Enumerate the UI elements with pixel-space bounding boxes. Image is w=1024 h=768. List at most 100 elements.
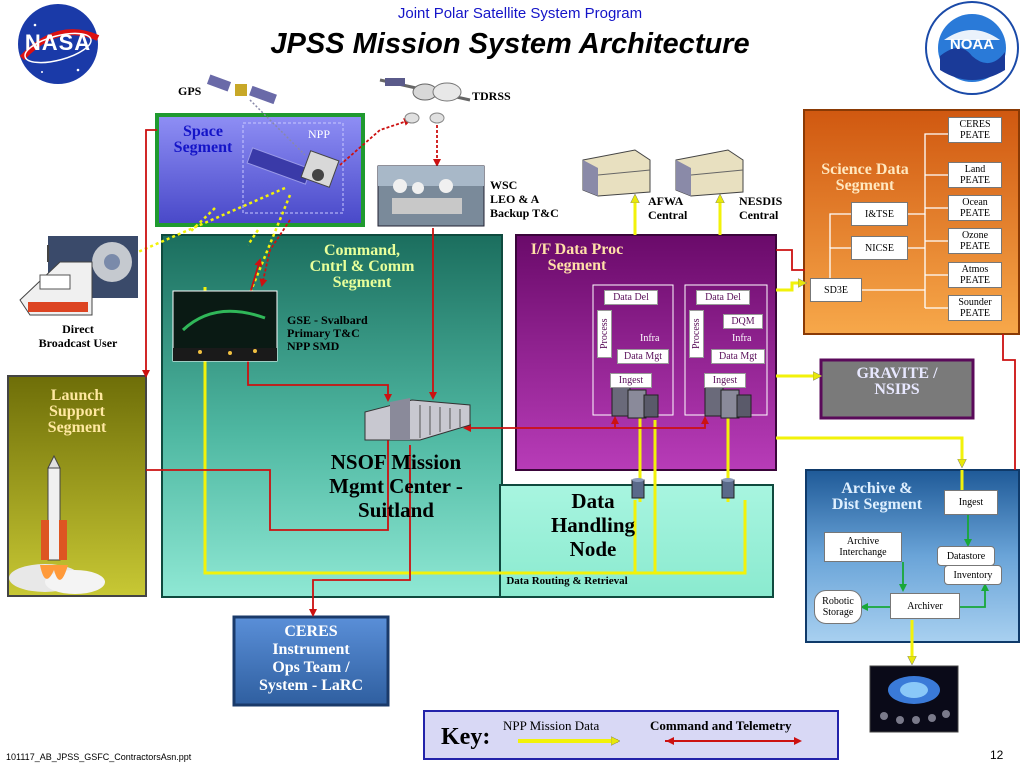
sds-title-line2: Segment bbox=[835, 177, 895, 194]
archive-interchange-box: Archive Interchange bbox=[824, 532, 902, 562]
wsc-line2: LEO & A bbox=[490, 192, 540, 206]
ozone-peate-line2: PEATE bbox=[960, 241, 990, 252]
nesdis-label: NESDIS Central bbox=[739, 194, 782, 222]
launch-segment-box bbox=[7, 375, 147, 597]
land-peate-line2: PEATE bbox=[960, 175, 990, 186]
ads-ingest-box: Ingest bbox=[944, 490, 998, 515]
gps-link bbox=[249, 99, 306, 156]
program-subtitle: Joint Polar Satellite System Program bbox=[397, 5, 643, 22]
direct-broadcast-line2: Broadcast User bbox=[38, 336, 118, 350]
sounder-peate-line2: PEATE bbox=[960, 308, 990, 319]
atmos-peate-line2: PEATE bbox=[960, 275, 990, 286]
launch-title-line2: Support bbox=[48, 403, 106, 420]
ceres-ops-line1: CERES bbox=[284, 623, 338, 640]
ads-segment-title: Archive & Dist Segment bbox=[812, 481, 942, 513]
wsc-line1: WSC bbox=[490, 178, 518, 192]
red-nsof-to-launch bbox=[146, 440, 389, 531]
npp-label: NPP bbox=[308, 127, 331, 141]
inventory-box: Inventory bbox=[944, 565, 1002, 585]
ceres-peate-line1: CERES bbox=[959, 119, 991, 130]
red-ifdp-to-sds bbox=[776, 249, 805, 271]
sd3e-box: SD3E bbox=[810, 278, 862, 302]
ozone-peate-box: Ozone PEATE bbox=[948, 228, 1002, 254]
c3-segment-title: Command, Cntrl & Comm Segment bbox=[280, 243, 444, 291]
ceres-peate-line2: PEATE bbox=[960, 130, 990, 141]
ifdp-left-data-mgt: Data Mgt bbox=[617, 349, 669, 364]
key-cmd-label: Command and Telemetry bbox=[650, 718, 792, 733]
gse-line3: NPP SMD bbox=[287, 339, 340, 353]
ifdp-left-data-del: Data Del bbox=[604, 290, 658, 305]
sds-title-line1: Science Data bbox=[821, 161, 909, 178]
sounder-peate-line1: Sounder bbox=[958, 297, 992, 308]
ifdp-title-line1: I/F Data Proc bbox=[530, 241, 624, 258]
red-sds-to-ads bbox=[1002, 334, 1016, 470]
wsc-line3: Backup T&C bbox=[490, 206, 559, 220]
noaa-logo-graphic bbox=[925, 1, 1019, 95]
gravite-box bbox=[819, 358, 975, 420]
ifdp-left-process: Process bbox=[597, 310, 612, 358]
red-dotted-sat-tdrss bbox=[339, 118, 412, 166]
itse-box: I&TSE bbox=[851, 202, 908, 226]
ozone-peate-line1: Ozone bbox=[961, 230, 989, 241]
gravite-line1: GRAVITE / bbox=[856, 365, 938, 382]
ifdp-right-process: Process bbox=[689, 310, 704, 358]
data-routing-label: Data Routing & Retrieval bbox=[506, 575, 628, 587]
gse-line2: Primary T&C bbox=[287, 326, 360, 340]
red-gse-to-nsof bbox=[247, 360, 392, 402]
ceres-ops-line2: Instrument bbox=[272, 641, 350, 658]
nasa-logo-graphic bbox=[18, 4, 100, 84]
ocean-peate-box: Ocean PEATE bbox=[948, 195, 1002, 221]
yellow-route-right bbox=[655, 500, 747, 575]
archive-interchange-line1: Archive bbox=[846, 536, 880, 547]
archiver-box: Archiver bbox=[890, 593, 960, 619]
c3-title-line3: Segment bbox=[332, 274, 392, 291]
gse-label: GSE - Svalbard Primary T&C NPP SMD bbox=[287, 314, 368, 353]
afwa-label: AFWA Central bbox=[648, 194, 687, 222]
direct-broadcast-label: Direct Broadcast User bbox=[18, 322, 138, 350]
nsof-line2: Mgmt Center - bbox=[329, 474, 463, 498]
archive-interchange-line2: Interchange bbox=[839, 547, 887, 558]
red-nsof-to-ceres bbox=[309, 445, 411, 617]
nsof-line3: Suitland bbox=[358, 498, 434, 522]
noaa-logo-text: NOAA bbox=[949, 36, 995, 53]
ifdp-left-ingest: Ingest bbox=[610, 373, 652, 388]
robotic-storage-line2: Storage bbox=[822, 607, 854, 618]
afwa-line2: Central bbox=[648, 208, 688, 222]
ifdp-right-data-del: Data Del bbox=[696, 290, 750, 305]
afwa-building-graphic bbox=[582, 149, 651, 197]
footer-filename: 101117_AB_JPSS_GSFC_ContractorsAsn.ppt bbox=[6, 752, 192, 762]
ceres-ops-line3: Ops Team / bbox=[272, 659, 350, 676]
atmos-peate-box: Atmos PEATE bbox=[948, 262, 1002, 288]
nicse-box: NICSE bbox=[851, 236, 908, 260]
ifdp-right-dqm: DQM bbox=[723, 314, 763, 329]
nesdis-line2: Central bbox=[739, 208, 779, 222]
gse-line1: GSE - Svalbard bbox=[287, 313, 368, 327]
nesdis-line1: NESDIS bbox=[739, 194, 783, 208]
sounder-peate-box: Sounder PEATE bbox=[948, 295, 1002, 321]
sds-tree-itse bbox=[829, 213, 851, 248]
robotic-storage-box: Robotic Storage bbox=[814, 590, 862, 624]
key-npp-label: NPP Mission Data bbox=[503, 718, 600, 733]
dhn-line3: Node bbox=[569, 537, 617, 561]
launch-title-line3: Segment bbox=[47, 419, 107, 436]
tdrss-satellite-graphic bbox=[379, 78, 471, 124]
ads-title-line2: Dist Segment bbox=[831, 496, 923, 513]
space-segment-title-line1: Space bbox=[183, 123, 223, 140]
dhn-storage-left-graphic bbox=[631, 478, 645, 499]
direct-broadcast-graphic bbox=[19, 236, 138, 316]
land-peate-box: Land PEATE bbox=[948, 162, 1002, 188]
ifdp-right-infra: Infra bbox=[732, 333, 752, 344]
ceres-ops-label: CERES Instrument Ops Team / System - LaR… bbox=[236, 623, 386, 695]
land-peate-line1: Land bbox=[964, 164, 986, 175]
nesdis-building-graphic bbox=[675, 149, 744, 197]
gravite-line2: NSIPS bbox=[874, 381, 920, 398]
key-title: Key: bbox=[441, 724, 491, 750]
gps-label: GPS bbox=[178, 84, 202, 98]
npp-dashed-box bbox=[242, 122, 344, 214]
yellow-to-ads bbox=[776, 436, 962, 466]
launch-title-line1: Launch bbox=[50, 387, 104, 404]
yellow-dotted-sat-gse bbox=[246, 194, 292, 299]
direct-broadcast-line1: Direct bbox=[62, 322, 94, 336]
ads-users-graphic bbox=[869, 665, 959, 733]
atmos-peate-line1: Atmos bbox=[961, 264, 989, 275]
